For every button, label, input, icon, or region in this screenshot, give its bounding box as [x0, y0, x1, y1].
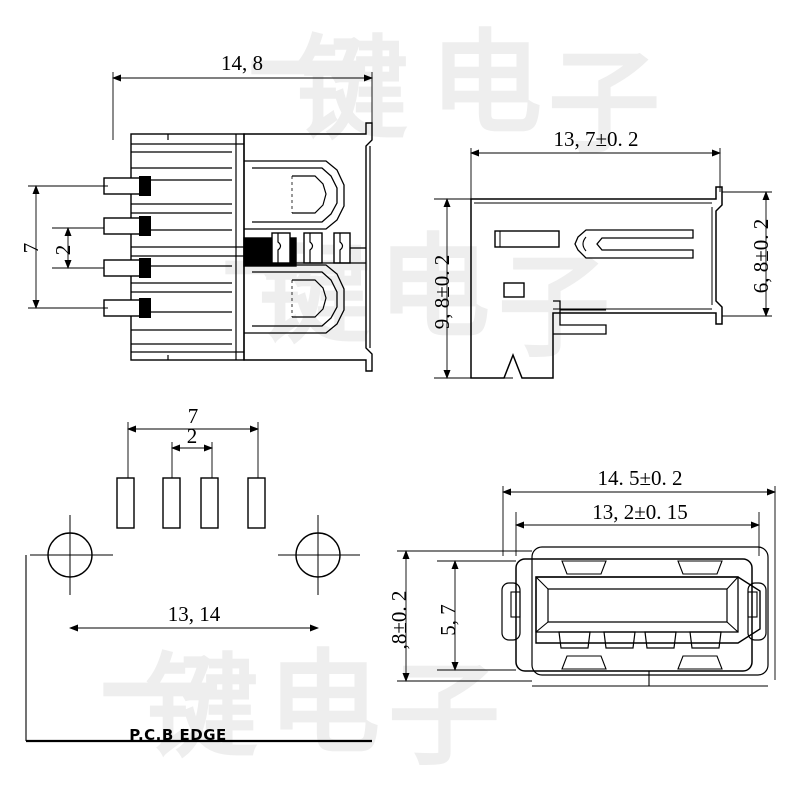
pcb-edge-label: P.C.B EDGE: [129, 726, 227, 744]
view-top-right: [434, 148, 772, 379]
view-top-left: [28, 72, 373, 372]
dim-hole-pitch: 13, 14: [168, 602, 221, 626]
dim-overall-length: 14, 8: [221, 51, 263, 75]
pin-group: [103, 176, 151, 318]
mounting-holes: [30, 515, 360, 595]
view-bottom-right: [397, 486, 776, 687]
dim-pin-pitch: 2: [51, 245, 75, 256]
dim-pad-pitch: 2: [187, 424, 198, 448]
pad-group: [116, 477, 266, 529]
view-bottom-left: [25, 422, 372, 743]
dim-front-height-outer: ,8±0. 2: [387, 591, 411, 650]
dim-pin-span: 7: [19, 243, 43, 254]
dim-shell-height: 6, 8±0. 2: [749, 219, 773, 294]
dim-pad-group-span: 7: [188, 404, 199, 428]
dim-front-height-inner: 5, 7: [436, 604, 460, 636]
dim-shell-width-outer: 14. 5±0. 2: [597, 466, 682, 490]
dim-total-height: 9, 8±0. 2: [430, 255, 454, 330]
latch-tabs: [271, 232, 351, 264]
dim-body-length: 13, 7±0. 2: [553, 127, 638, 151]
contact-group: [558, 631, 722, 649]
dim-shell-width-inner: 13, 2±0. 15: [592, 500, 688, 524]
